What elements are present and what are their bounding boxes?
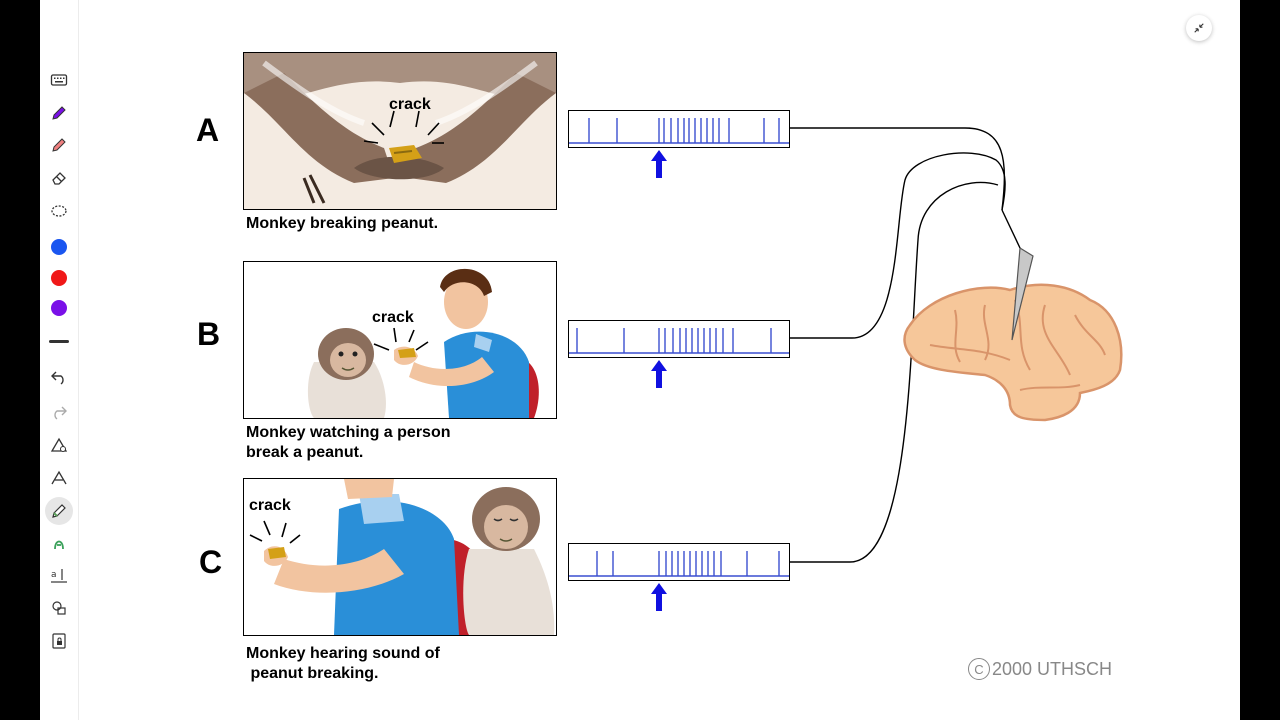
crack-label-b: crack xyxy=(372,309,414,326)
keyboard-icon[interactable] xyxy=(45,66,73,94)
highlighter-icon[interactable] xyxy=(45,131,73,159)
caption-a: Monkey breaking peanut. xyxy=(246,214,438,234)
caption-b-line-2: break a peanut. xyxy=(246,444,364,461)
copyright-symbol: C xyxy=(968,658,990,680)
panel-c-illustration xyxy=(243,478,557,636)
eraser-icon[interactable] xyxy=(45,164,73,192)
caption-b: Monkey watching a person break a peanut. xyxy=(246,423,450,463)
ink-to-math-icon[interactable] xyxy=(45,529,73,557)
lock-page-icon[interactable] xyxy=(45,627,73,655)
spike-raster-b xyxy=(569,328,789,354)
text-tool-icon[interactable]: a xyxy=(45,561,73,589)
brain-electrode-diagram xyxy=(789,127,1123,563)
redo-icon[interactable] xyxy=(45,398,73,426)
spike-train-c xyxy=(568,543,790,581)
crack-label-c: crack xyxy=(249,497,291,514)
whiteboard-canvas[interactable]: a A B C xyxy=(40,0,1240,720)
copyright-notice: C 2000 UTHSCH xyxy=(968,658,1112,680)
row-letter-a: A xyxy=(196,112,220,148)
up-arrow-c-icon xyxy=(651,583,667,611)
lasso-icon[interactable] xyxy=(45,197,73,225)
svg-text:a: a xyxy=(51,570,57,580)
up-arrow-a-icon xyxy=(651,150,667,178)
row-letter-c: C xyxy=(199,544,223,580)
caption-a-line-1: Monkey breaking peanut. xyxy=(246,215,439,232)
spike-raster-a xyxy=(569,118,789,144)
monkey-watching-person-illustration xyxy=(244,262,556,418)
collapse-icon xyxy=(1194,23,1204,33)
row-letter-b: B xyxy=(197,316,221,352)
caption-b-line-1: Monkey watching a person xyxy=(246,424,451,441)
pen-icon[interactable] xyxy=(45,99,73,127)
copyright-text: 2000 UTHSCH xyxy=(992,658,1113,679)
drawing-toolbar: a xyxy=(40,0,79,720)
monkey-hands-peanut-illustration xyxy=(244,53,556,209)
shapes-icon[interactable] xyxy=(45,594,73,622)
stroke-width-indicator[interactable] xyxy=(49,340,69,343)
undo-icon[interactable] xyxy=(45,363,73,391)
spike-train-b xyxy=(568,320,790,358)
color-blue-swatch[interactable] xyxy=(51,239,67,255)
caption-c-line-2: peanut breaking. xyxy=(246,665,379,682)
panel-a-illustration xyxy=(243,52,557,210)
caption-c-line-1: Monkey hearing sound of xyxy=(246,645,440,662)
monkey-hearing-sound-illustration xyxy=(244,479,556,635)
spike-train-a xyxy=(568,110,790,148)
spike-raster-c xyxy=(569,551,789,577)
pencil-tool-icon[interactable] xyxy=(45,497,73,525)
crack-label-a: crack xyxy=(389,96,431,113)
ink-to-text-icon[interactable] xyxy=(45,464,73,492)
panel-b-illustration xyxy=(243,261,557,419)
color-red-swatch[interactable] xyxy=(51,270,67,286)
caption-c: Monkey hearing sound of peanut breaking. xyxy=(246,644,440,684)
ink-to-shape-icon[interactable] xyxy=(45,431,73,459)
up-arrow-b-icon xyxy=(651,360,667,388)
exit-fullscreen-button[interactable] xyxy=(1186,15,1212,41)
color-purple-swatch[interactable] xyxy=(51,300,67,316)
